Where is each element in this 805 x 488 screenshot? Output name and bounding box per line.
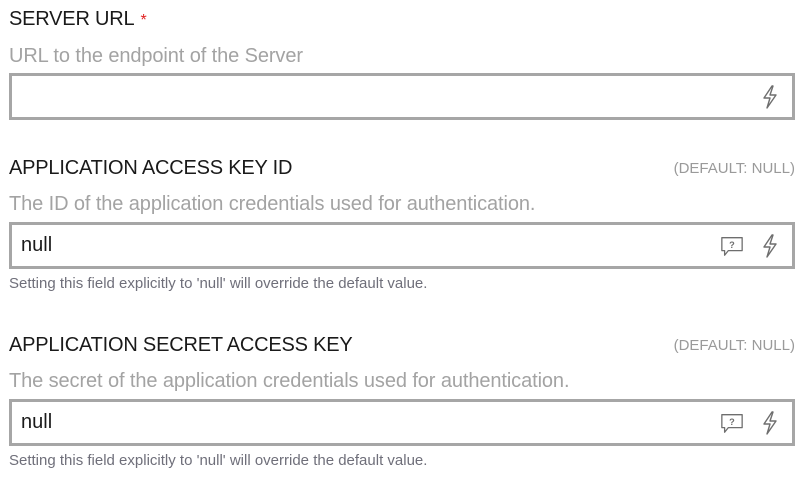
access-key-id-icons: ? [720, 225, 782, 266]
secret-access-key-icons: ? [720, 402, 782, 443]
secret-access-key-label-row: APPLICATION SECRET ACCESS KEY (DEFAULT: … [9, 332, 795, 358]
secret-access-key-label: APPLICATION SECRET ACCESS KEY [9, 334, 353, 356]
server-url-label-row: SERVER URL * [9, 6, 795, 32]
lightning-icon[interactable] [758, 84, 782, 109]
secret-access-key-description: The secret of the application credential… [9, 370, 570, 392]
server-url-field: SERVER URL * URL to the endpoint of the S… [9, 6, 795, 120]
access-key-id-label-row: APPLICATION ACCESS KEY ID (DEFAULT: NULL… [9, 155, 795, 181]
access-key-id-field: APPLICATION ACCESS KEY ID (DEFAULT: NULL… [9, 155, 795, 294]
access-key-id-default: (DEFAULT: NULL) [673, 160, 795, 177]
svg-text:?: ? [729, 416, 735, 426]
access-key-id-description: The ID of the application credentials us… [9, 193, 536, 215]
access-key-id-hint: Setting this field explicitly to 'null' … [9, 275, 428, 292]
svg-text:?: ? [729, 239, 735, 249]
server-url-icons [758, 76, 782, 117]
help-comment-icon[interactable]: ? [720, 234, 744, 258]
secret-access-key-input-box[interactable]: ? [9, 399, 795, 446]
required-marker: * [140, 12, 147, 29]
server-url-input[interactable] [12, 76, 711, 117]
lightning-icon[interactable] [758, 410, 782, 435]
help-comment-icon[interactable]: ? [720, 411, 744, 435]
access-key-id-input[interactable] [12, 225, 711, 266]
lightning-icon[interactable] [758, 233, 782, 258]
secret-access-key-field: APPLICATION SECRET ACCESS KEY (DEFAULT: … [9, 332, 795, 471]
access-key-id-label: APPLICATION ACCESS KEY ID [9, 157, 293, 179]
secret-access-key-default: (DEFAULT: NULL) [673, 337, 795, 354]
secret-access-key-input[interactable] [12, 402, 711, 443]
access-key-id-input-box[interactable]: ? [9, 222, 795, 269]
secret-access-key-hint: Setting this field explicitly to 'null' … [9, 452, 428, 469]
server-url-description: URL to the endpoint of the Server [9, 45, 303, 67]
server-url-input-box[interactable] [9, 73, 795, 120]
server-url-label: SERVER URL [9, 8, 135, 30]
